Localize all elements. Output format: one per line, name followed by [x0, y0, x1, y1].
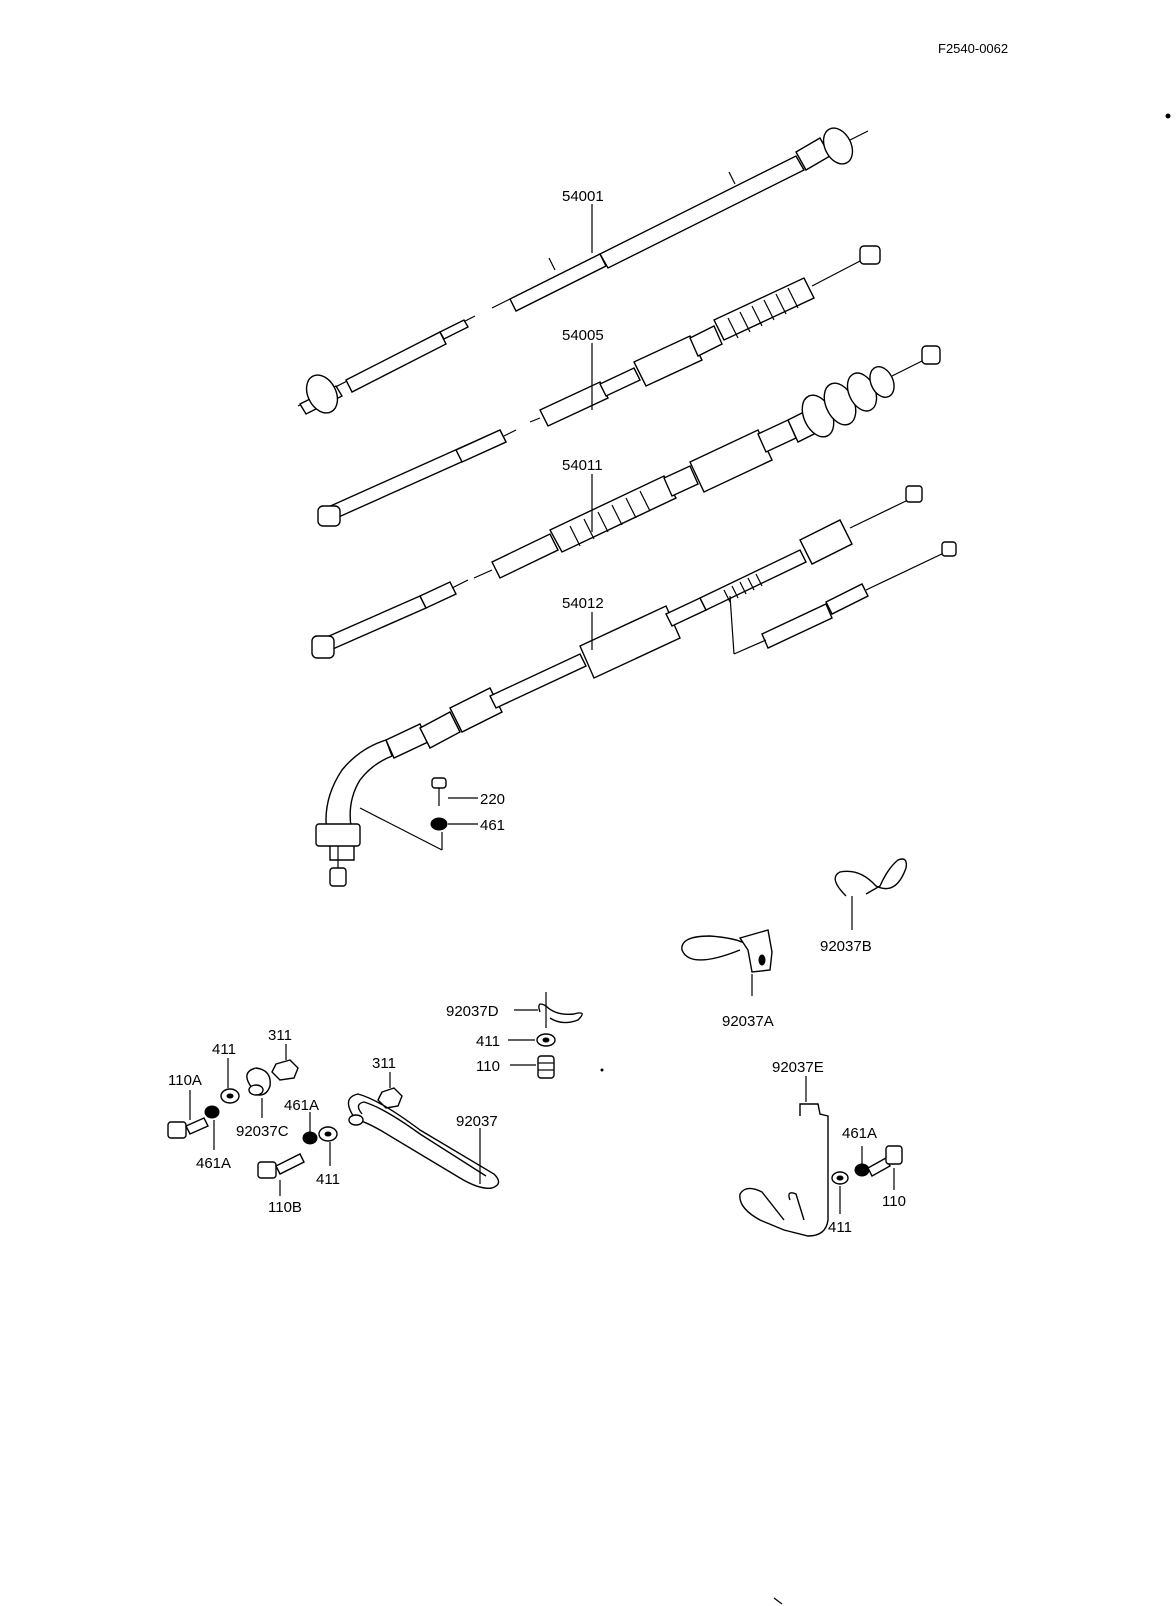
- nut-311-left[interactable]: [271, 1059, 299, 1081]
- clamp-92037B[interactable]: [834, 858, 908, 897]
- label-110-right: 110: [882, 1193, 906, 1210]
- label-54005: 54005: [562, 327, 604, 344]
- label-54012: 54012: [562, 595, 604, 612]
- label-92037: 92037: [456, 1113, 498, 1130]
- clamp-92037E[interactable]: [739, 1103, 829, 1237]
- lockwasher-461A-left[interactable]: [204, 1105, 220, 1119]
- bolt-110-right[interactable]: [867, 1145, 903, 1177]
- label-92037A: 92037A: [722, 1013, 774, 1030]
- label-220: 220: [480, 791, 505, 808]
- label-110A: 110A: [168, 1072, 202, 1089]
- label-411-center: 411: [476, 1033, 500, 1050]
- washer-411-mid[interactable]: [318, 1126, 338, 1142]
- tachometer-cable-54005[interactable]: [317, 245, 881, 527]
- label-110-center: 110: [476, 1058, 500, 1075]
- speedometer-cable-54001[interactable]: [297, 123, 869, 418]
- label-411-right: 411: [828, 1219, 852, 1236]
- label-411-left-top: 411: [212, 1041, 236, 1058]
- washer-411-left-top[interactable]: [220, 1088, 240, 1104]
- speck: [600, 1068, 604, 1072]
- clamp-92037A[interactable]: [681, 929, 773, 973]
- leader-mount: [359, 807, 443, 851]
- bolt-110B[interactable]: [257, 1153, 305, 1179]
- clamp-92037D[interactable]: [538, 992, 583, 1028]
- edge-mark: [1165, 113, 1171, 119]
- reference-code: F2540-0062: [938, 41, 1008, 56]
- label-311-mid: 311: [372, 1055, 396, 1072]
- washer-411-center[interactable]: [536, 1033, 556, 1047]
- bolt-110A[interactable]: [167, 1117, 209, 1139]
- label-461A-mid: 461A: [284, 1097, 319, 1114]
- clamp-92037C[interactable]: [246, 1067, 271, 1096]
- label-461: 461: [480, 817, 505, 834]
- label-92037B: 92037B: [820, 938, 872, 955]
- washer-411-right[interactable]: [831, 1171, 849, 1185]
- label-92037E: 92037E: [772, 1059, 824, 1076]
- clutch-cable-54011[interactable]: [311, 345, 941, 659]
- lockwasher-461A-mid[interactable]: [302, 1131, 318, 1145]
- label-92037C: 92037C: [236, 1123, 289, 1140]
- nut-311-mid[interactable]: [377, 1087, 403, 1109]
- label-411-mid: 411: [316, 1171, 340, 1188]
- bolt-110-center[interactable]: [537, 1055, 555, 1079]
- screw-220[interactable]: [431, 777, 447, 806]
- label-54001: 54001: [562, 188, 604, 205]
- label-110B: 110B: [268, 1199, 302, 1216]
- lockwasher-461[interactable]: [430, 817, 448, 831]
- label-54011: 54011: [562, 457, 603, 474]
- lockwasher-461A-right[interactable]: [854, 1163, 870, 1177]
- clamp-92037[interactable]: [347, 1093, 500, 1189]
- throttle-cable-54012[interactable]: [315, 485, 957, 887]
- label-461A-left: 461A: [196, 1155, 231, 1172]
- label-92037D: 92037D: [446, 1003, 499, 1020]
- edge-mark-bottom: [773, 1597, 783, 1605]
- label-311-left: 311: [268, 1027, 292, 1044]
- label-461A-right: 461A: [842, 1125, 877, 1142]
